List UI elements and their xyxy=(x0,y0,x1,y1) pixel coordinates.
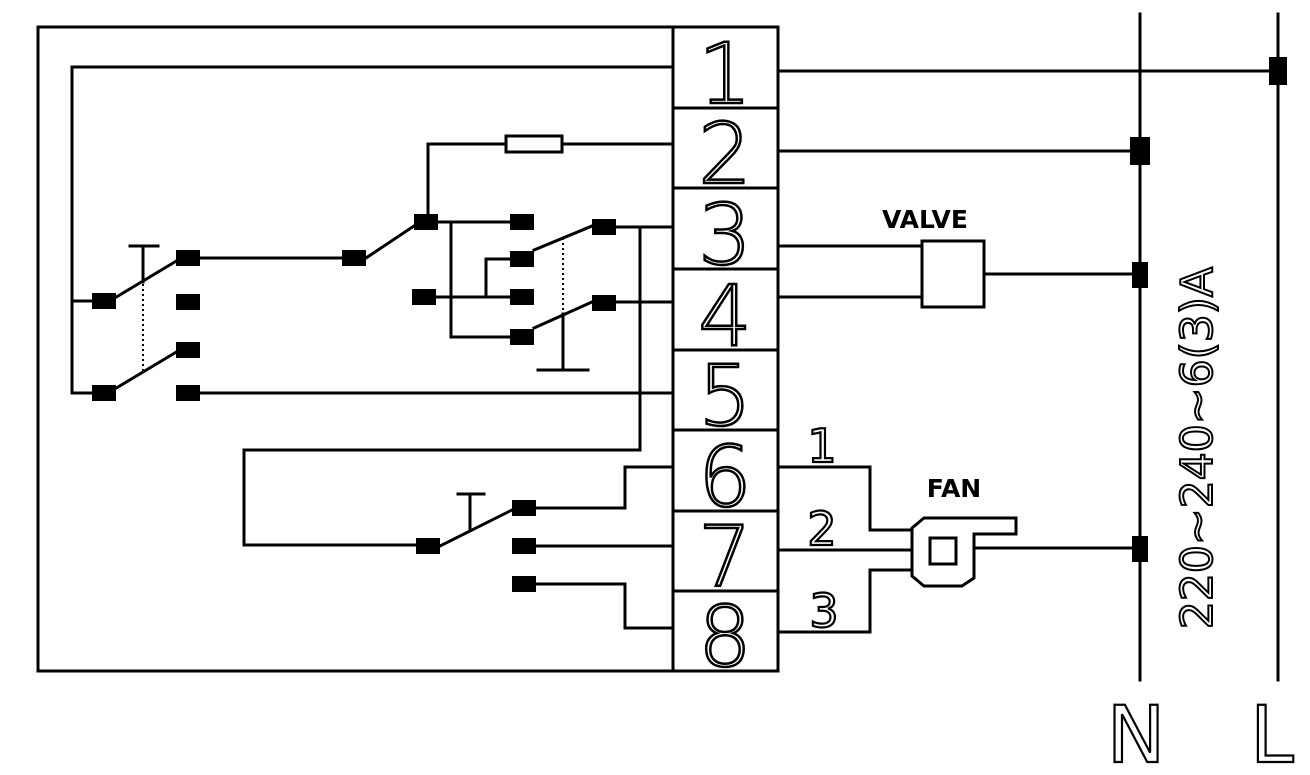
fan-speed-3: 3 xyxy=(809,584,838,638)
contact-s3-d xyxy=(510,289,534,305)
contact-s1-top-a xyxy=(176,250,200,266)
neutral-label: N xyxy=(1107,691,1165,775)
terminal-number-6: 6 xyxy=(698,428,751,526)
fan-symbol xyxy=(910,516,1018,588)
terminal-number-4: 4 xyxy=(698,267,751,365)
contact-s1-pivot-bottom xyxy=(92,385,116,401)
mode-switch xyxy=(532,224,594,372)
terminal-number-8: 8 xyxy=(698,588,751,686)
thermostat-enclosure xyxy=(36,25,780,673)
terminal-number-3: 3 xyxy=(698,186,751,284)
contact-s1-bottom-a xyxy=(176,342,200,358)
contact-s1-top-b xyxy=(176,294,200,310)
contact-s4-speed-2 xyxy=(512,538,536,554)
contact-s1-bottom-b xyxy=(176,385,200,401)
contact-s1-pivot-top xyxy=(92,293,116,309)
contact-s4-pivot xyxy=(416,538,440,554)
resistor xyxy=(504,134,564,154)
valve-label: VALVE xyxy=(882,205,968,234)
terminal-block xyxy=(671,25,780,673)
internal-wiring xyxy=(70,65,675,630)
fan-label: FAN xyxy=(927,474,981,503)
contact-s3-f xyxy=(592,219,616,235)
junction-neutral-valve xyxy=(1132,262,1148,288)
junction-neutral-fan xyxy=(1132,536,1148,562)
terminal-number-5: 5 xyxy=(698,347,751,445)
main-switch xyxy=(105,244,181,396)
junction-live-1 xyxy=(1269,57,1287,85)
rating-label: 220~240~6(3)A xyxy=(1172,267,1223,629)
contact-s3-b xyxy=(510,251,534,267)
terminal-number-2: 2 xyxy=(698,105,751,203)
valve-box xyxy=(920,239,986,309)
contact-s3-e xyxy=(510,329,534,345)
contact-s4-speed-3 xyxy=(512,576,536,592)
fan-speed-switch xyxy=(437,492,515,549)
contact-s2-a xyxy=(342,250,366,266)
switch-2-blade xyxy=(363,223,417,261)
fan-speed-2: 2 xyxy=(807,502,836,556)
live-label: L xyxy=(1250,691,1294,775)
terminal-number-7: 7 xyxy=(698,508,751,606)
contact-s2-b xyxy=(414,214,438,230)
contact-s3-c xyxy=(412,289,436,305)
external-wiring xyxy=(776,69,1280,634)
contact-s3-a xyxy=(510,214,534,230)
fan-speed-1: 1 xyxy=(807,419,836,473)
contact-s4-speed-1 xyxy=(512,500,536,516)
junction-neutral-2 xyxy=(1130,137,1150,165)
contact-s3-g xyxy=(592,295,616,311)
terminal-number-1: 1 xyxy=(698,25,751,123)
